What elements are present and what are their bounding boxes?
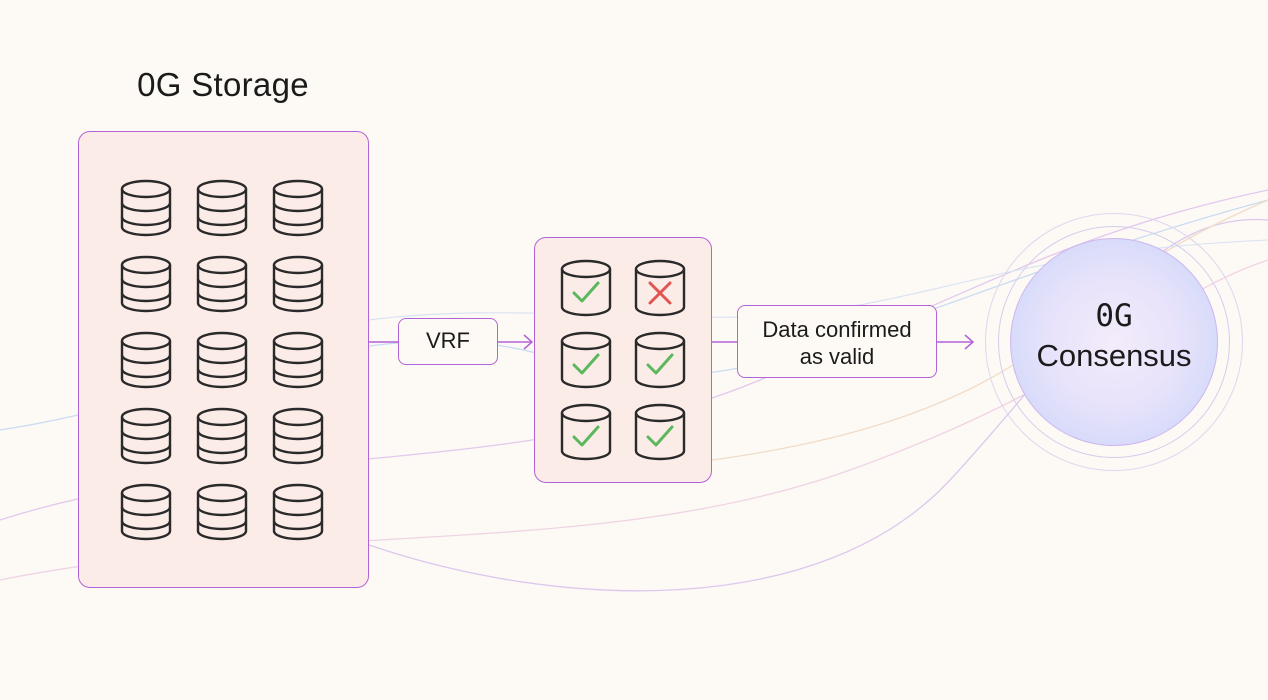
database-icon <box>272 255 324 318</box>
database-icon <box>196 483 248 546</box>
consensus-ring-outer <box>985 213 1243 471</box>
database-icon <box>196 407 248 470</box>
database-icon <box>120 255 172 318</box>
database-icon <box>196 255 248 318</box>
consensus-arrowhead <box>964 334 975 350</box>
vrf-box: VRF <box>398 318 498 365</box>
database-icon <box>120 407 172 470</box>
valid-node-icon <box>560 259 612 322</box>
valid-node-icon <box>560 403 612 466</box>
database-icon <box>120 483 172 546</box>
consensus-ring-inner <box>998 226 1230 458</box>
consensus-label: 0G Consensus <box>1010 296 1218 376</box>
database-icon <box>272 179 324 242</box>
database-icon <box>196 331 248 394</box>
database-icon <box>272 331 324 394</box>
consensus-circle <box>1010 238 1218 446</box>
storage-title: 0G Storage <box>137 66 309 103</box>
confirmation-box: Data confirmed as valid <box>737 305 937 378</box>
sample-panel <box>534 237 712 483</box>
valid-node-icon <box>560 331 612 394</box>
valid-node-icon <box>634 403 686 466</box>
confirmation-line-1: Data confirmed <box>762 317 912 342</box>
database-icon <box>120 179 172 242</box>
consensus-line-1: 0G <box>1095 298 1133 334</box>
database-icon <box>196 179 248 242</box>
database-icon <box>120 331 172 394</box>
valid-node-icon <box>634 331 686 394</box>
invalid-node-icon <box>634 259 686 322</box>
database-icon <box>272 483 324 546</box>
consensus-line-2: Consensus <box>1036 338 1192 373</box>
storage-panel <box>78 131 369 588</box>
confirmation-line-2: as valid <box>799 344 875 369</box>
database-icon <box>272 407 324 470</box>
vrf-arrowhead <box>523 334 534 350</box>
